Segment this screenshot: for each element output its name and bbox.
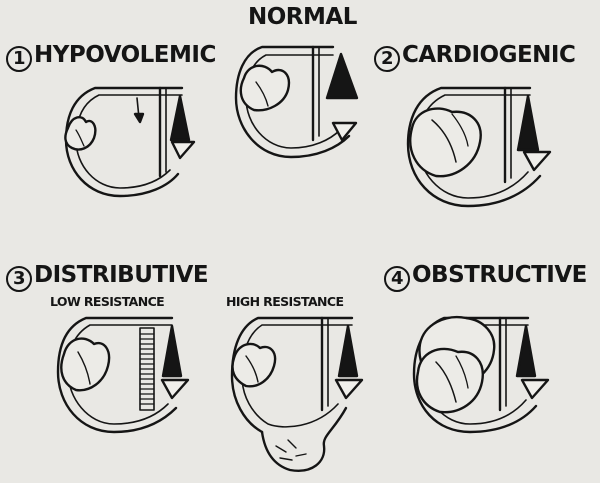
low-resistance-heart-detail [77, 351, 91, 385]
normal-heart-icon [239, 64, 291, 112]
normal-resistance-triangle [325, 52, 359, 100]
normal-flow-arrowhead [331, 121, 358, 142]
low-resistance-circulation-loop [56, 316, 178, 434]
low-resistance-heart-icon [60, 337, 111, 392]
high-resistance-circulation-loop-inner [241, 324, 353, 428]
cardiogenic-heart-icon [409, 107, 482, 178]
high-resistance-flow-arrowhead [334, 378, 364, 400]
cardiogenic-heart-detail [431, 119, 457, 163]
low-resistance-flow-arrowhead [160, 378, 190, 400]
hypovolemic-diagram [64, 86, 196, 198]
high-resistance-venous-pooling [260, 406, 348, 472]
distributive-title-text: DISTRIBUTIVE [34, 262, 209, 288]
low-resistance-label: LOW RESISTANCE [50, 294, 165, 309]
cardiogenic-flow-arrowhead [522, 150, 552, 172]
dilated-capillary-hatching [139, 333, 155, 405]
hypovolemic-resistance-triangle [169, 94, 191, 142]
high-resistance-label: HIGH RESISTANCE [226, 294, 344, 309]
hypovolemic-heart-icon [64, 116, 97, 151]
cardiogenic-title-text: CARDIOGENIC [402, 42, 576, 68]
high-resistance-diagram [230, 316, 364, 472]
normal-heart-detail [255, 81, 269, 107]
obstructive-resistance-triangle [515, 324, 537, 378]
cardiogenic-circulation-loop [406, 86, 542, 208]
pooling-arrows [275, 439, 307, 461]
obstructive-heart-detail [435, 361, 457, 403]
normal-title-text: NORMAL [248, 4, 357, 30]
obstructive-heart-detail-2 [455, 355, 469, 389]
high-resistance-heart-detail [245, 355, 259, 383]
hypovolemic-title-text: HYPOVOLEMIC [34, 42, 216, 68]
cardiogenic-resistance-triangle [516, 94, 540, 152]
high-resistance-circulation-loop [230, 316, 354, 434]
number-badge-1: 1 [6, 46, 32, 72]
normal-title: NORMAL [248, 6, 357, 29]
hypovolemic-circulation-loop [64, 86, 184, 198]
hypovolemic-venous-arrowhead [133, 112, 145, 124]
low-resistance-triangle [161, 324, 183, 378]
low-resistance-diagram [56, 316, 190, 434]
number-badge-3: 3 [6, 266, 32, 292]
hypovolemic-circulation-loop-inner [75, 94, 183, 189]
normal-circulation-loop [234, 45, 351, 159]
normal-diagram [234, 45, 359, 159]
number-badge-2: 2 [374, 46, 400, 72]
obstructive-heart-icon [415, 347, 484, 414]
cardiogenic-diagram [406, 86, 552, 208]
obstructive-title-text: OBSTRUCTIVE [412, 262, 587, 288]
number-badge-4: 4 [384, 266, 410, 292]
obstructive-flow-arrowhead [520, 378, 550, 400]
hypovolemic-heart-detail [75, 129, 85, 147]
hypovolemic-flow-arrowhead [170, 140, 196, 160]
high-resistance-triangle [337, 324, 359, 378]
cardiogenic-heart-detail-2 [451, 113, 469, 147]
high-resistance-heart-icon [231, 342, 277, 388]
obstructive-diagram [412, 315, 550, 434]
